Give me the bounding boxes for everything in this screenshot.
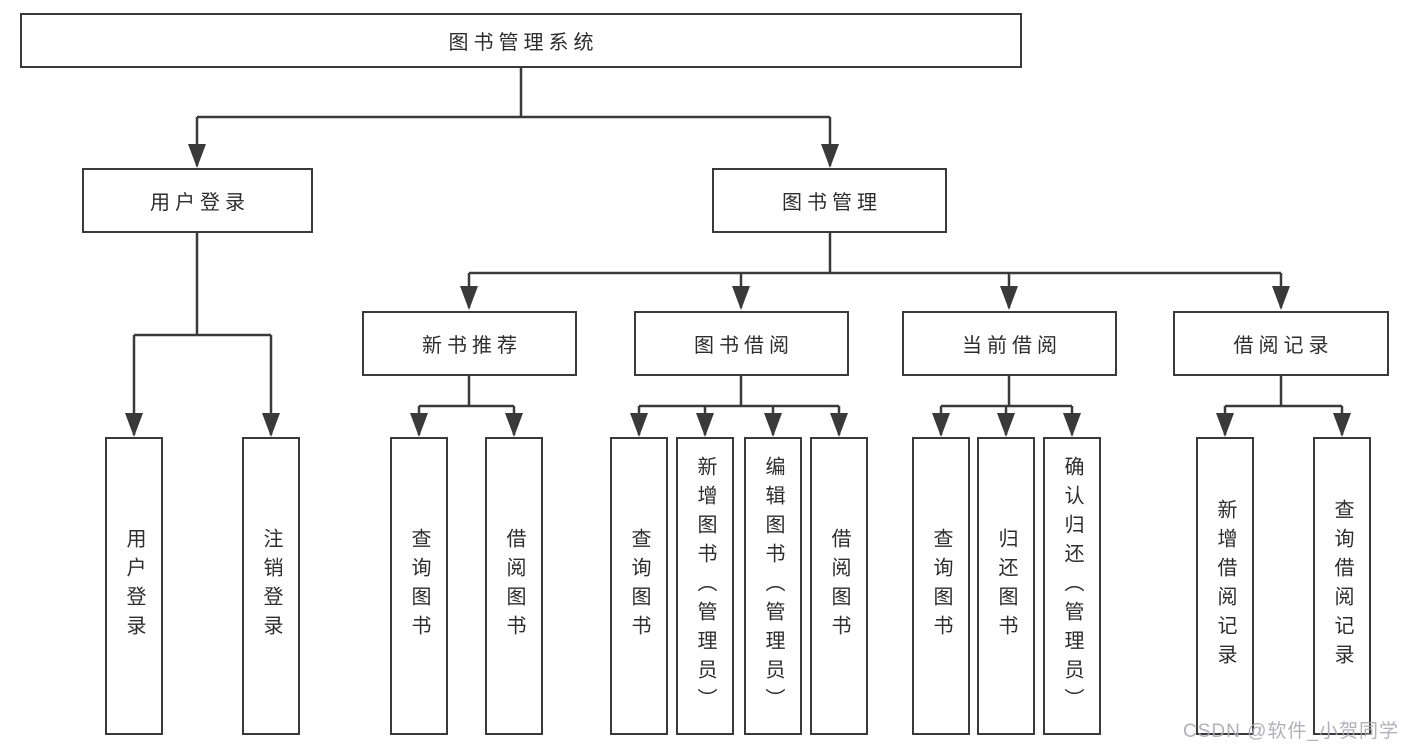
node-book-borrow: 图书借阅 <box>634 311 849 376</box>
node-borrow-books-action: 借阅图书 <box>810 437 868 735</box>
node-current-borrow: 当前借阅 <box>902 311 1117 376</box>
node-confirm-return-admin: 确认归还（管理员） <box>1043 437 1101 735</box>
node-book-management: 图书管理 <box>712 168 947 233</box>
csdn-watermark: CSDN @软件_小贺同学 <box>1183 721 1399 742</box>
node-edit-books-admin: 编辑图书（管理员） <box>744 437 802 735</box>
node-query-books-borrow: 查询图书 <box>610 437 668 735</box>
node-borrow-books-recommend: 借阅图书 <box>485 437 543 735</box>
node-root-system: 图书管理系统 <box>20 13 1022 68</box>
node-user-login-action: 用户登录 <box>105 437 163 735</box>
node-return-books: 归还图书 <box>977 437 1035 735</box>
node-query-books-current: 查询图书 <box>912 437 970 735</box>
node-borrow-records: 借阅记录 <box>1173 311 1389 376</box>
node-query-books-recommend: 查询图书 <box>390 437 448 735</box>
node-logout-action: 注销登录 <box>242 437 300 735</box>
node-new-book-recommend: 新书推荐 <box>362 311 577 376</box>
node-query-borrow-record: 查询借阅记录 <box>1313 437 1371 735</box>
node-user-login: 用户登录 <box>82 168 313 233</box>
node-add-books-admin: 新增图书（管理员） <box>676 437 734 735</box>
node-add-borrow-record: 新增借阅记录 <box>1196 437 1254 735</box>
